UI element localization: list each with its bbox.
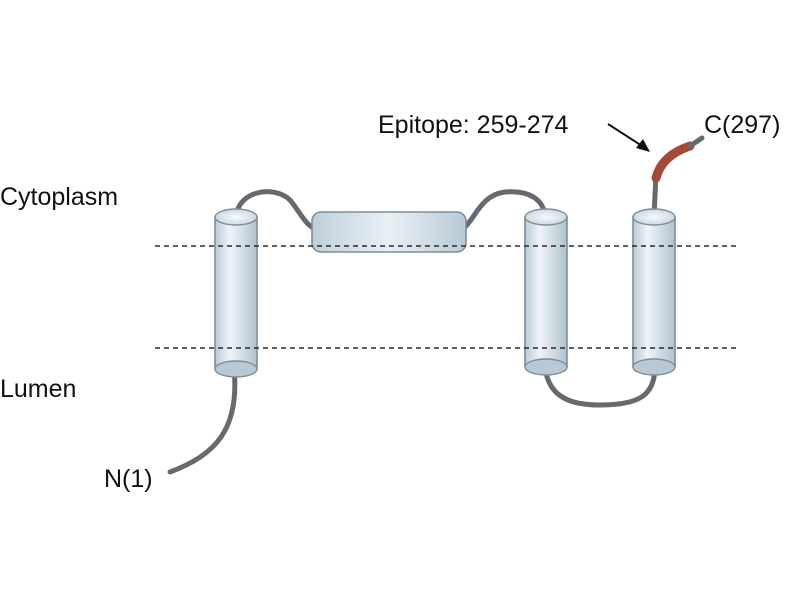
cytoplasm-label: Cytoplasm xyxy=(0,183,118,211)
epitope-label: Epitope: 259-274 xyxy=(378,111,569,139)
transmembrane-helix-3 xyxy=(632,208,676,376)
transmembrane-helix-1 xyxy=(214,208,258,378)
epitope-arrow xyxy=(607,123,650,152)
epitope-segment xyxy=(651,141,695,183)
cytoplasmic-loop-1 xyxy=(233,189,320,233)
cytoplasmic-loop-2 xyxy=(459,189,548,233)
c-terminal-end xyxy=(687,135,705,149)
lumen-label: Lumen xyxy=(0,375,76,403)
c-terminus-label: C(297) xyxy=(704,111,780,139)
transmembrane-helix-2 xyxy=(524,208,568,376)
n-terminus-label: N(1) xyxy=(104,465,153,493)
amphipathic-helix xyxy=(311,211,467,253)
n-terminal-tail xyxy=(167,365,238,475)
lumenal-loop xyxy=(542,363,658,408)
